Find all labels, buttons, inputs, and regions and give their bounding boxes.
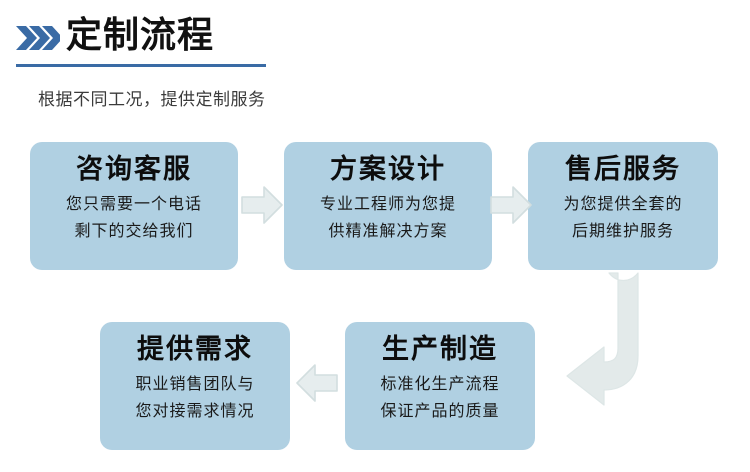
page-subtitle: 根据不同工况，提供定制服务 bbox=[38, 90, 266, 110]
arrow-right-icon bbox=[489, 182, 533, 228]
page-title: 定制流程 bbox=[66, 15, 215, 56]
flow-step-desc-line1: 为您提供全套的 bbox=[563, 194, 683, 213]
flow-step-desc-line1: 职业销售团队与 bbox=[135, 374, 255, 393]
flow-step-card-5[interactable]: 提供需求 职业销售团队与 您对接需求情况 bbox=[100, 322, 290, 450]
flow-step-card-2[interactable]: 方案设计 专业工程师为您提 供精准解决方案 bbox=[284, 142, 492, 270]
title-underline-rule bbox=[16, 64, 266, 67]
flow-step-title: 生产制造 bbox=[382, 334, 498, 365]
flow-step-card-3[interactable]: 售后服务 为您提供全套的 后期维护服务 bbox=[528, 142, 718, 270]
arrow-left-icon bbox=[293, 360, 339, 406]
flow-step-desc-line2: 供精准解决方案 bbox=[328, 221, 448, 240]
flow-step-card-1[interactable]: 咨询客服 您只需要一个电话 剩下的交给我们 bbox=[30, 142, 238, 270]
flow-step-title: 咨询客服 bbox=[76, 154, 192, 185]
flow-step-desc-line1: 标准化生产流程 bbox=[380, 374, 500, 393]
flow-step-desc-line1: 您只需要一个电话 bbox=[65, 194, 202, 213]
flow-step-title: 提供需求 bbox=[137, 334, 253, 365]
flow-step-card-4[interactable]: 生产制造 标准化生产流程 保证产品的质量 bbox=[345, 322, 535, 450]
triple-chevron-right-icon bbox=[16, 24, 63, 52]
arrow-right-icon bbox=[240, 182, 284, 228]
flow-step-title: 售后服务 bbox=[565, 154, 681, 185]
flow-step-desc-line1: 专业工程师为您提 bbox=[319, 194, 456, 213]
page-header: 定制流程 bbox=[0, 0, 750, 75]
flow-step-desc-line2: 剩下的交给我们 bbox=[74, 221, 194, 240]
flow-step-desc-line2: 后期维护服务 bbox=[571, 221, 674, 240]
curved-arrow-down-left-icon bbox=[562, 268, 694, 428]
flow-step-title: 方案设计 bbox=[330, 154, 446, 185]
flow-step-desc-line2: 保证产品的质量 bbox=[380, 401, 500, 420]
flow-step-desc-line2: 您对接需求情况 bbox=[135, 401, 255, 420]
